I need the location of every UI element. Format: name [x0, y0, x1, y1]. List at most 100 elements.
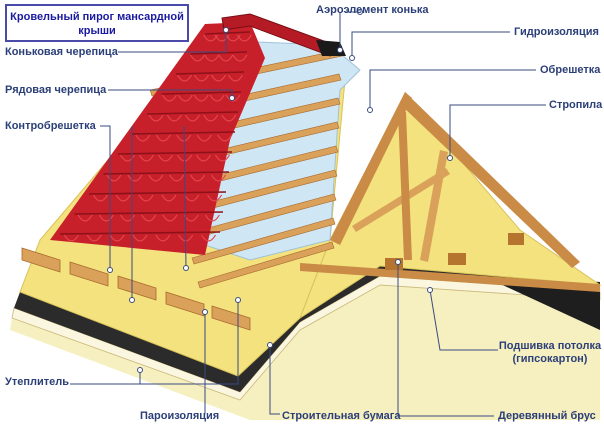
label-batten: Обрешетка	[540, 64, 601, 76]
leader-dot	[395, 259, 401, 265]
tile-highlight	[148, 174, 164, 182]
tile-highlight	[155, 134, 171, 142]
tile-highlight	[119, 154, 136, 162]
tile-highlight	[161, 194, 177, 202]
tile-highlight	[214, 154, 231, 162]
leader-lines	[70, 9, 546, 417]
tile-highlight	[155, 234, 171, 242]
label-vapor-barrier: Пароизоляция	[140, 410, 220, 422]
rafter-end	[165, 291, 205, 317]
leader-dot	[337, 47, 343, 53]
tile-field	[50, 22, 265, 255]
label-ridge-aero: Аэроэлемент конька	[316, 4, 429, 16]
leader-dot	[349, 55, 355, 61]
rafter-end	[117, 275, 157, 301]
tile-highlight	[138, 154, 155, 162]
tile-highlight	[135, 134, 151, 142]
tile-highlight	[177, 94, 193, 102]
tile-highlight	[157, 154, 174, 162]
leader-line	[70, 300, 239, 385]
leader-line	[351, 31, 510, 58]
tile-highlight	[193, 74, 210, 82]
tile-highlight	[98, 214, 114, 222]
tile-highlight	[193, 94, 209, 102]
tile-highlight	[211, 174, 227, 182]
tile-row-shadow	[74, 211, 224, 215]
tile-highlight	[138, 194, 154, 202]
tile-highlight	[86, 234, 102, 242]
tile-row-shadow	[88, 191, 227, 195]
rafter-end	[69, 261, 109, 287]
tile-highlight	[217, 134, 233, 142]
leader-dot	[367, 107, 373, 113]
leader-line	[429, 289, 498, 351]
label-ceiling-lining: Подшивка потолка (гипсокартон)	[498, 340, 602, 366]
rafter-end	[21, 247, 61, 273]
tile-highlight	[204, 54, 220, 62]
tile-highlight	[109, 234, 125, 242]
vapor-barrier-layer	[14, 266, 600, 392]
label-insulation: Утеплитель	[5, 376, 69, 388]
tile-highlight	[132, 234, 148, 242]
roof-tiles	[50, 22, 265, 255]
ceiling-lining-layer	[10, 285, 600, 420]
tile-highlight	[162, 214, 178, 222]
leader-line	[100, 125, 111, 270]
tile-highlight	[120, 214, 136, 222]
tile-highlight	[201, 234, 217, 242]
label-counter-batten: Контробрешетка	[5, 120, 96, 132]
tile-row-shadow	[190, 51, 248, 55]
tile-highlight	[166, 114, 182, 122]
rafter-frame	[330, 92, 580, 268]
tile-highlight	[161, 94, 177, 102]
leader-line	[183, 125, 187, 269]
tile-highlight	[207, 194, 223, 202]
rafter-ends	[21, 247, 251, 331]
batten-strip	[191, 217, 336, 265]
tile-highlight	[115, 194, 131, 202]
tile-highlight	[204, 214, 220, 222]
tile-highlight	[227, 74, 244, 82]
tile-row-shadow	[59, 231, 221, 235]
tile-row-shadow	[103, 171, 230, 175]
leader-dot	[357, 9, 363, 15]
leader-dot	[447, 155, 453, 161]
tile-highlight	[141, 214, 157, 222]
tile-highlight	[176, 74, 193, 82]
tile-highlight	[148, 114, 164, 122]
tile-highlight	[92, 194, 108, 202]
leader-line	[269, 345, 280, 415]
tile-highlight	[195, 154, 212, 162]
tile-highlight	[232, 54, 248, 62]
label-rafters: Стропила	[549, 99, 603, 111]
title-line-1: Кровельный пирог мансардной	[10, 11, 184, 23]
tile-highlight	[203, 114, 219, 122]
tile-row-shadow	[146, 111, 239, 115]
tile-highlight	[77, 214, 93, 222]
leader-line	[369, 69, 536, 110]
tile-highlight	[127, 174, 143, 182]
leader-dot	[229, 95, 235, 101]
tile-highlight	[190, 174, 206, 182]
leader-line	[118, 30, 227, 53]
label-row-tile: Рядовая черепица	[5, 84, 107, 96]
tile-highlight	[218, 54, 234, 62]
tile-highlight	[190, 54, 206, 62]
tile-highlight	[209, 94, 225, 102]
leader-line	[397, 262, 494, 417]
batten-strip	[197, 241, 335, 289]
tile-row-shadow	[161, 91, 242, 95]
tile-highlight	[196, 134, 212, 142]
leader-dot	[107, 267, 113, 273]
label-wooden-beam: Деревянный брус	[498, 410, 596, 422]
label-ceiling-lining-line-1: Подшивка потолка	[498, 340, 602, 352]
tile-highlight	[106, 174, 122, 182]
leader-dot	[223, 27, 229, 33]
leader-dot	[183, 265, 189, 271]
rafter-end	[211, 305, 251, 331]
tile-highlight	[210, 74, 227, 82]
tile-highlight	[225, 94, 241, 102]
leader-dot	[427, 287, 433, 293]
